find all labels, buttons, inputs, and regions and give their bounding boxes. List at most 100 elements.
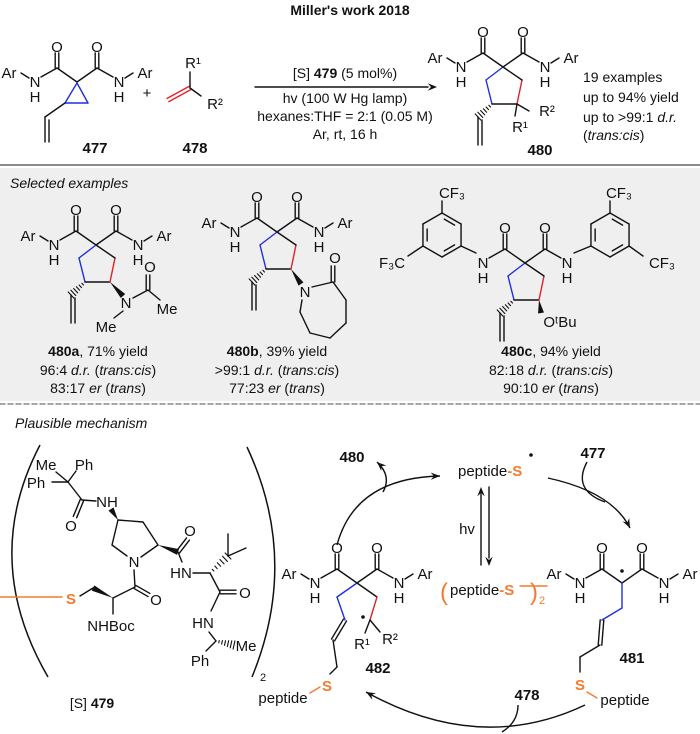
vinyl-hashed-bond [254,274,260,281]
example-1-dr: >99:1 d.r. (trans:cis) [215,362,339,378]
substrate-477-label: 477 [580,445,605,462]
amide-nitrogen-left: N [575,575,586,592]
substituent-bond [369,619,381,633]
carbonyl-oxygen-right-part: O [539,220,551,237]
hashed-wedge-bond [216,562,222,567]
alkene-double-bond [601,619,605,646]
bold-wedge-bond [91,585,113,598]
vinyl-bond [44,102,66,118]
amide-hydrogen-right: H [659,590,670,607]
amide-bond [56,67,78,83]
amide-nitrogen-right-part: N [133,237,144,254]
amide-bond [95,230,117,246]
catalyst-condition: [S] 479 (5 mol%) [293,65,397,81]
oxygen-label: O [184,523,196,540]
hashed-wedge-bond [232,640,236,650]
phenyl-label-part: Ph [191,653,209,670]
phenyl-label-part: Ph [75,457,93,474]
hashed-wedge-bond [218,639,220,644]
summary-yield: up to 94% yield [583,89,679,105]
carbonyl-oxygen-right: O [636,540,648,557]
r2-label-part: R² [382,631,398,648]
aryl-label-right-part: Ar [418,566,433,583]
amide-hydrogen-left-part: H [478,270,489,287]
scheme-title: Miller's work 2018 [290,2,409,18]
aryl-bond [39,235,49,242]
mechanism-heading-part: Plausible mechanism [15,415,148,431]
amide-hydrogen-left: H [575,590,586,607]
amide-hydrogen-left: H [310,590,321,607]
amide-bond [488,248,506,259]
blue-ring-bond [78,244,97,259]
vinyl-hashed-bond [78,284,83,289]
bold-wedge-bond [291,269,304,286]
sulfur-label-part: S [575,677,585,694]
aryl-bond [300,573,310,580]
aryl-label-left: Ar [21,228,36,245]
example-1-yield: 480b, 39% yield [227,343,327,359]
amide-nitrogen-left-part: N [575,575,586,592]
intermediate-481-label-part: 481 [619,650,644,667]
alkene-478-label: 478 [514,687,539,704]
ring-bond [95,244,116,259]
dimer-subscript: 2 [260,672,266,684]
example-0-er-part: er [89,380,103,396]
compound-477-label-part: 477 [82,140,107,157]
amide-bond [376,568,394,579]
amide-nitrogen-right: N [562,255,573,272]
amide-hydrogen-left-part: H [49,252,60,269]
r2-label: R² [539,103,555,120]
aryl-label-left-part: Ar [202,215,217,232]
pyrrolidine-bond [117,519,144,523]
carbonyl-oxygen-right-part: O [91,39,103,56]
example-1-dr-part: >99:1 [215,362,254,378]
example-1-er-part: 77:23 [229,380,268,396]
vinyl-hashed-bond [75,286,81,291]
compound-480-label-part: 480 [527,142,552,159]
product-480-label-part: 480 [339,449,364,466]
blue-ring-bond [78,257,86,283]
amide-nitrogen-left: N [478,255,489,272]
carbonyl-oxygen-left: O [331,540,343,557]
amide-nitrogen-right-part: N [659,575,670,592]
right-aryl-ring-bond [590,212,611,225]
substituent-bond [364,619,371,634]
pyrrolidine-nitrogen-part: N [129,554,140,571]
aryl-label-left: Ar [428,50,443,67]
right-aryl-ring-inner-bond [611,218,624,226]
solvent-condition-part: hexanes:THF = 2:1 (0.05 M) [257,108,432,124]
example-2-dr-part: trans:cis [556,362,608,378]
left-aryl-ring-inner-bond [443,218,456,226]
intermediate-482-label: 482 [365,660,390,677]
acetyl-methyl-label-part: Me [157,301,178,318]
left-aryl-ring-inner-bond [443,244,456,252]
carbonyl-oxygen-left-part: O [331,540,343,557]
aryl-label-left: Ar [282,566,297,583]
vinyl-hashed-bond [262,269,266,273]
nhboc-label: NHBoc [87,618,135,635]
acetamide-oxygen: O [144,259,156,276]
amide-hydrogen-left-part: H [30,89,41,106]
example-2-er-part: er [542,380,556,396]
equilibrium-arrow-down-head [485,556,493,566]
catalyst-condition-part: 479 [314,65,338,81]
amide-bond [75,230,97,246]
example-0-dr-part: trans:cis [99,362,151,378]
lactam-oxygen: O [329,250,341,267]
amide-bond [544,248,562,259]
thiyl-radical-label: peptide-S [458,463,522,480]
vinyl-hashed-bond [256,273,262,278]
pyrrolidine-bond [111,519,119,546]
right-aryl-ring-bond [609,212,630,225]
amide-hn-label: HN [170,565,192,582]
radical-dot [620,569,624,573]
aryl-label-right: Ar [157,228,172,245]
pyrrolidine-bond [111,544,128,557]
aryl-n-bond [573,245,592,254]
bond [133,569,136,588]
r1-label-part: R¹ [354,636,370,653]
example-0-yield-part: 480a [48,343,79,359]
methyl-bond [147,289,161,301]
aryl-label-right: Ar [338,215,353,232]
summary-dr-note: (trans:cis) [583,127,644,143]
